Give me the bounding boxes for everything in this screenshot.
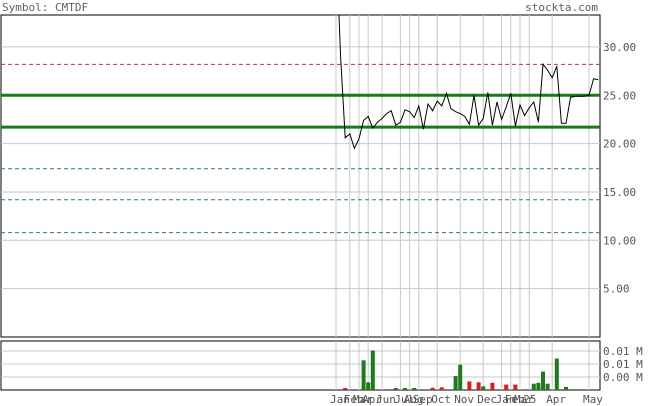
price-y-ticks: 30.00 25.00 20.00 15.00 10.00 5.00 bbox=[603, 41, 636, 296]
volume-bar bbox=[531, 383, 536, 390]
x-axis-label: Mar bbox=[514, 393, 534, 406]
price-grid bbox=[1, 15, 600, 337]
price-y-tick-label: 25.00 bbox=[603, 89, 636, 102]
volume-bar bbox=[476, 382, 481, 390]
x-axis-label: Dec bbox=[477, 393, 497, 406]
volume-panel-frame bbox=[0, 340, 601, 391]
x-axis-label: Aug bbox=[404, 393, 424, 406]
x-axis-label: Feb bbox=[505, 393, 525, 406]
price-y-tick-label: 30.00 bbox=[603, 41, 636, 54]
price-series bbox=[338, 15, 599, 150]
x-axis-label: Nov bbox=[454, 393, 474, 406]
volume-bar bbox=[439, 387, 444, 390]
x-axis-label: Jun bbox=[376, 393, 396, 406]
volume-bar bbox=[545, 383, 550, 390]
symbol-label: Symbol: CMTDF bbox=[2, 1, 88, 14]
volume-y-tick-label: 0.00 M bbox=[603, 371, 643, 384]
volume-bar bbox=[453, 376, 458, 390]
price-levels bbox=[1, 63, 600, 234]
volume-bar bbox=[370, 350, 375, 390]
volume-bar bbox=[458, 364, 463, 390]
x-axis-label: Mar bbox=[353, 393, 373, 406]
volume-bar bbox=[361, 360, 366, 390]
volume-bar bbox=[554, 358, 559, 390]
x-axis-label: May bbox=[583, 393, 603, 406]
x-axis-label: Jan bbox=[496, 393, 516, 406]
price-y-tick-label: 5.00 bbox=[603, 283, 630, 296]
volume-bar bbox=[490, 382, 495, 390]
volume-y-tick-label: 0.01 M bbox=[603, 345, 643, 358]
volume-bar bbox=[541, 371, 545, 390]
price-y-tick-label: 15.00 bbox=[603, 186, 636, 199]
x-axis-label: Apr bbox=[362, 393, 382, 406]
volume-bar bbox=[430, 387, 435, 390]
x-axis-label: Oct bbox=[431, 393, 451, 406]
site-name: stockta.com bbox=[525, 1, 598, 14]
price-y-tick-label: 20.00 bbox=[603, 138, 636, 151]
x-axis-label: Jan bbox=[330, 393, 350, 406]
volume-grid bbox=[1, 341, 600, 390]
x-axis-label: Jul bbox=[394, 393, 414, 406]
volume-bar bbox=[504, 384, 509, 390]
volume-bar bbox=[481, 386, 486, 390]
volume-bar bbox=[513, 384, 518, 390]
volume-bar bbox=[467, 381, 472, 390]
x-axis-label: 25 bbox=[523, 393, 536, 406]
price-panel: 30.00 25.00 20.00 15.00 10.00 5.00 bbox=[0, 14, 636, 338]
volume-bar bbox=[343, 388, 348, 390]
volume-bar bbox=[403, 388, 407, 390]
volume-y-tick-label: 0.01 M bbox=[603, 358, 643, 371]
volume-bar bbox=[536, 382, 541, 390]
price-y-tick-label: 10.00 bbox=[603, 234, 636, 247]
price-line bbox=[338, 15, 599, 150]
volume-bars bbox=[343, 350, 568, 390]
volume-bar bbox=[366, 382, 371, 390]
x-axis-label: Feb bbox=[344, 393, 364, 406]
volume-panel: 0.01 M0.01 M0.00 M bbox=[0, 340, 643, 391]
x-axis-label: Apr bbox=[546, 393, 566, 406]
volume-bar bbox=[564, 386, 568, 390]
x-axis-label: Sep bbox=[413, 393, 433, 406]
volume-bar bbox=[393, 388, 398, 390]
volume-bar bbox=[412, 388, 417, 390]
volume-y-ticks: 0.01 M0.01 M0.00 M bbox=[603, 345, 643, 384]
price-panel-frame bbox=[0, 14, 601, 338]
